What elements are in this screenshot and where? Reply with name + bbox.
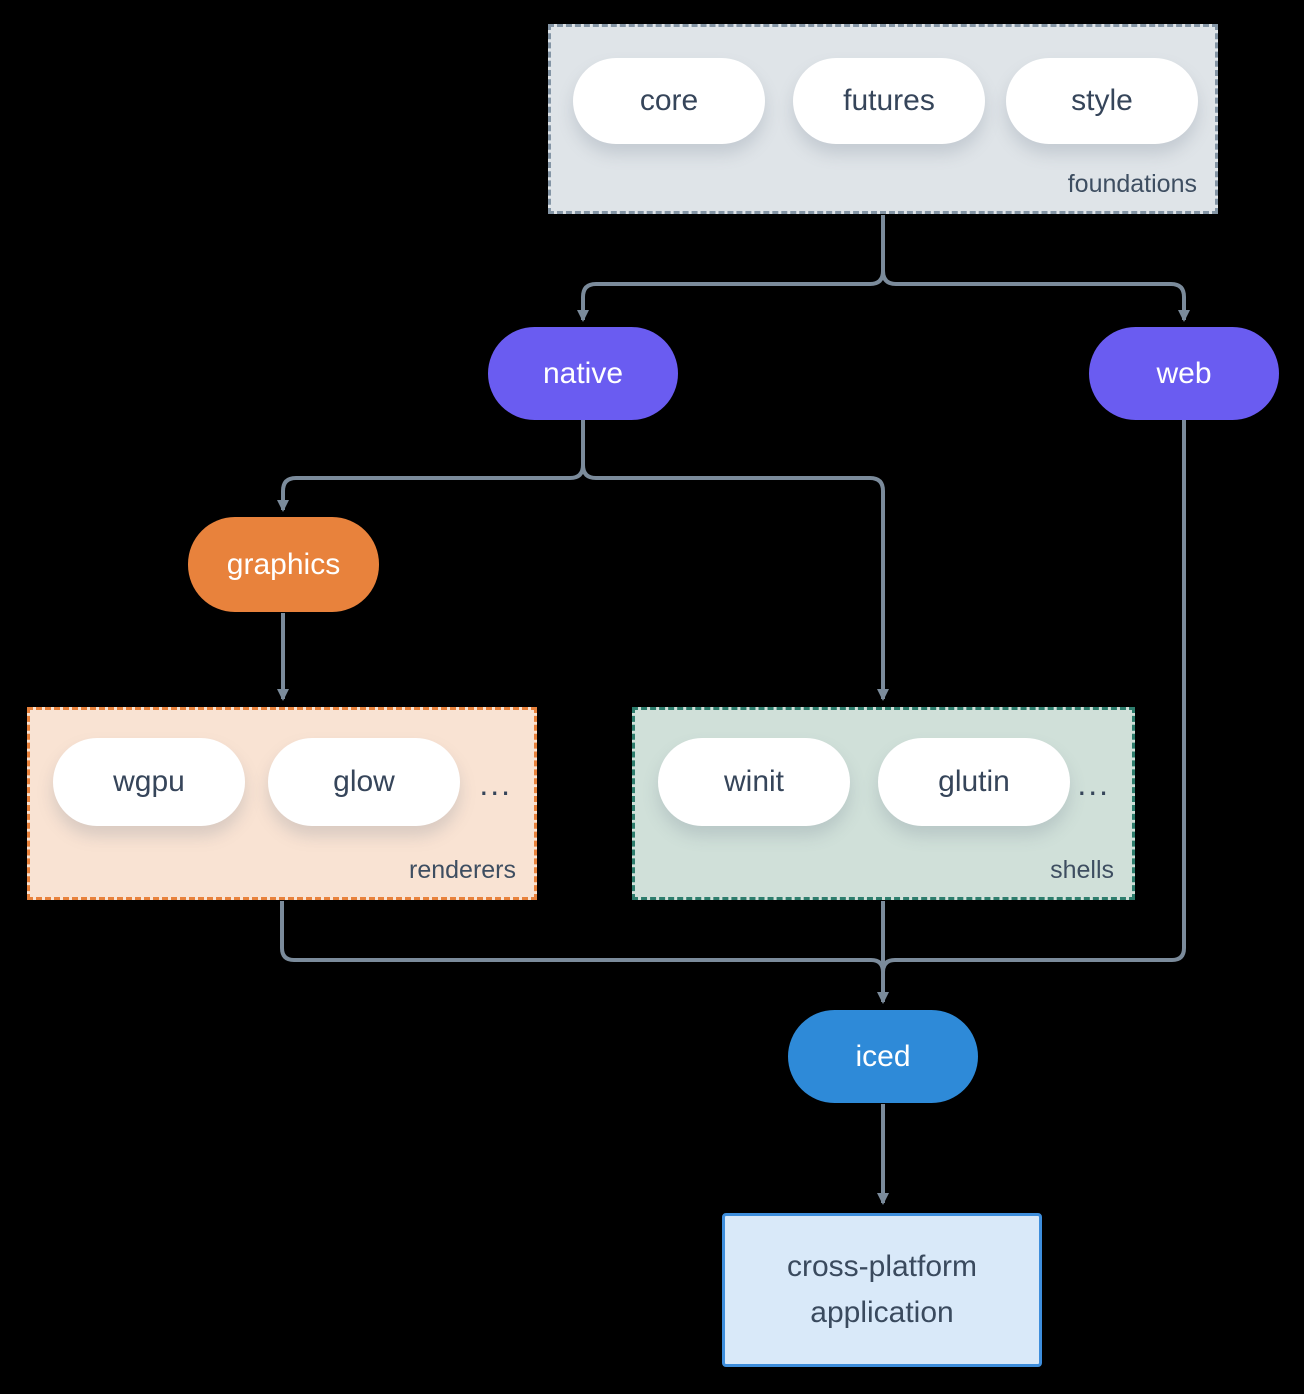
connector-renderers-merge: [280, 901, 885, 973]
renderers-group: wgpu glow ... renderers: [27, 707, 537, 900]
connector-foundations-web: [881, 215, 1190, 322]
node-futures: futures: [793, 58, 985, 144]
renderers-ellipsis: ...: [479, 766, 512, 802]
shells-ellipsis: ...: [1077, 766, 1110, 802]
node-style: style: [1006, 58, 1198, 144]
node-glow: glow: [268, 738, 460, 826]
node-core: core: [573, 58, 765, 144]
shells-label: shells: [1050, 856, 1114, 884]
node-native: native: [488, 327, 678, 420]
shells-group: winit glutin ... shells: [632, 707, 1135, 900]
node-glutin: glutin: [878, 738, 1070, 826]
node-graphics: graphics: [188, 517, 379, 612]
connector-native-graphics: [277, 420, 585, 512]
foundations-group: core futures style foundations: [548, 24, 1218, 214]
renderers-label: renderers: [409, 856, 516, 884]
node-cross-platform-application: cross-platform application: [722, 1213, 1042, 1367]
node-web: web: [1089, 327, 1279, 420]
node-wgpu: wgpu: [53, 738, 245, 826]
node-iced: iced: [788, 1010, 978, 1103]
node-winit: winit: [658, 738, 850, 826]
foundations-label: foundations: [1067, 170, 1197, 198]
connector-foundations-native: [577, 215, 885, 322]
connector-native-shells: [581, 420, 889, 701]
